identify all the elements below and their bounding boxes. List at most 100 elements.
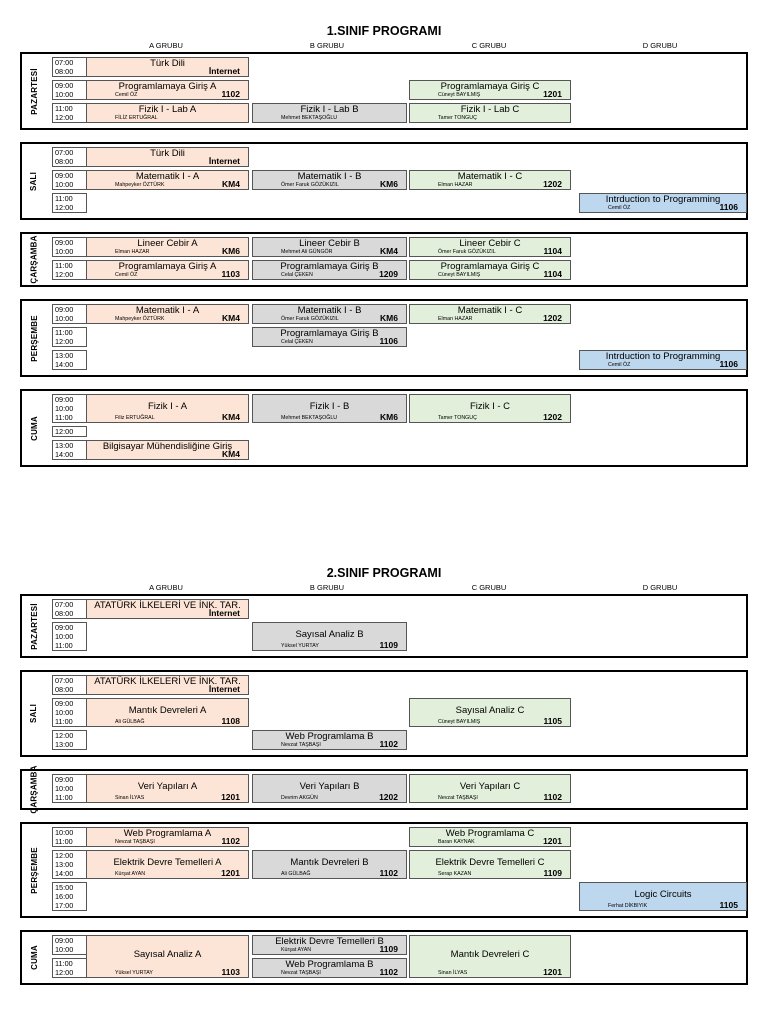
time-label: 09:00: [55, 936, 74, 945]
group-header: B GRUBU: [309, 583, 345, 592]
course-name: ATATÜRK İLKELERİ VE İNK. TAR.: [94, 600, 241, 611]
course-instructor: Mehmet Ali GÜNGÖR: [281, 249, 333, 255]
course-name: Veri Yapıları C: [459, 780, 521, 792]
course-room: 1106: [719, 359, 738, 369]
course-instructor: Ömer Faruk GÖZÜKIZIL: [438, 249, 496, 255]
course-instructor: Celal ÇEKEN: [281, 272, 313, 278]
course-name: Programlamaya Giriş C: [440, 81, 540, 92]
course-cell[interactable]: ATATÜRK İLKELERİ VE İNK. TAR.İnternet: [86, 599, 249, 619]
time-label: 10:00: [55, 180, 74, 189]
time-label: 13:00: [55, 351, 74, 360]
course-room: KM4: [222, 449, 240, 459]
course-room: 1104: [543, 269, 562, 279]
course-instructor: Baran KAYNAK: [438, 839, 475, 845]
time-label: 09:00: [55, 305, 74, 314]
time-label: 09:00: [55, 395, 74, 404]
day-label: SALI: [22, 144, 46, 218]
course-name: Web Programlama A: [123, 828, 212, 839]
course-instructor: Elman HAZAR: [438, 182, 473, 188]
time-label: 11:00: [55, 104, 73, 113]
course-room: 1103: [221, 967, 240, 977]
time-label: 10:00: [55, 632, 74, 641]
course-instructor: Cüneyt BAYILMIŞ: [438, 719, 481, 725]
course-name: Matematik I - C: [457, 305, 523, 316]
course-instructor: Yüksel YURTAY: [115, 970, 153, 976]
time-label: 12:00: [55, 113, 74, 122]
day-label: PAZARTESİ: [22, 54, 46, 128]
time-label: 16:00: [55, 892, 74, 901]
course-name: Matematik I - B: [297, 171, 362, 182]
course-room: 1105: [543, 716, 562, 726]
time-label: 09:00: [55, 171, 74, 180]
day-label: CUMA: [22, 932, 46, 983]
course-room: 1209: [379, 269, 398, 279]
course-name: Lineer Cebir B: [299, 238, 360, 249]
day-name: PAZARTESİ: [29, 602, 39, 650]
course-name: Web Programlama C: [445, 828, 535, 839]
course-room: KM4: [222, 179, 240, 189]
course-room: KM6: [380, 179, 398, 189]
time-label: 12:00: [55, 337, 74, 346]
course-instructor: Celal ÇEKEN: [281, 339, 313, 345]
time-label: 11:00: [55, 641, 73, 650]
time-label: 08:00: [55, 157, 74, 166]
group-header: D GRUBU: [642, 41, 678, 50]
course-room: KM6: [222, 246, 240, 256]
course-cell[interactable]: ATATÜRK İLKELERİ VE İNK. TAR.İnternet: [86, 675, 249, 695]
course-instructor: Nevzat TAŞBAŞI: [115, 839, 155, 845]
course-room: 1201: [221, 868, 240, 878]
group-header: C GRUBU: [471, 41, 507, 50]
course-instructor: Filiz ERTUĞRAL: [115, 415, 155, 421]
course-name: Programlamaya Giriş C: [440, 261, 540, 272]
course-name: Matematik I - A: [135, 171, 200, 182]
course-instructor: Ömer Faruk GÖZÜKIZIL: [281, 316, 339, 322]
course-room: 1102: [221, 836, 240, 846]
